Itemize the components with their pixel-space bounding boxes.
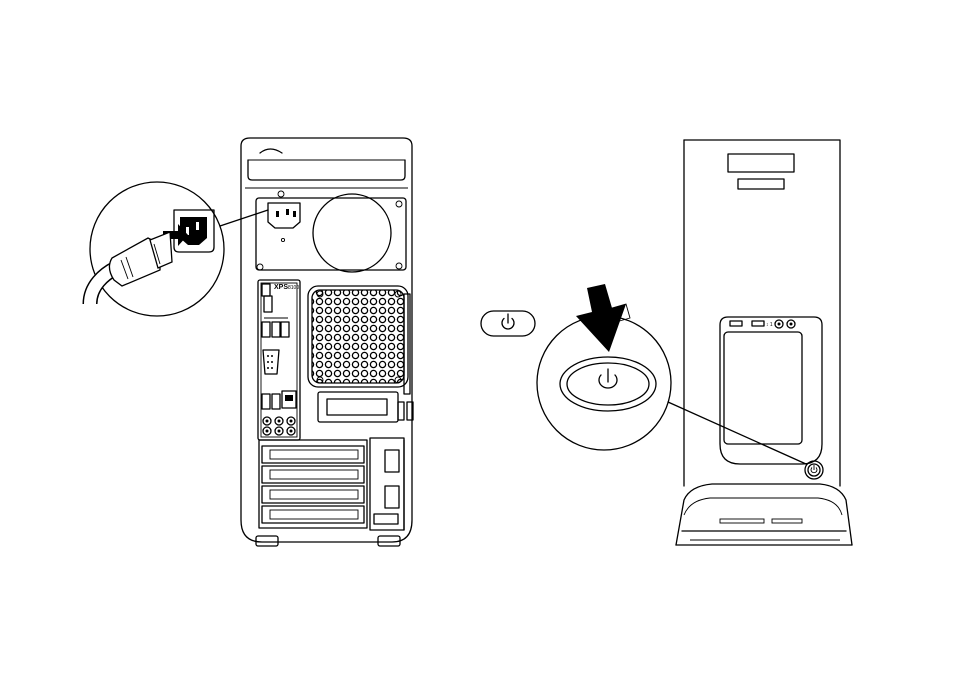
power-button-icon-standalone: [481, 311, 535, 336]
computer-rear-view: XPS 8100: [220, 138, 413, 546]
rear-brand-label: XPS: [274, 284, 288, 291]
expansion-slots: [259, 438, 404, 530]
plug-icon: [90, 232, 172, 304]
press-arrow-icon: [576, 284, 626, 352]
power-button-callout: [537, 284, 671, 450]
power-icon: [599, 369, 617, 388]
power-icon: [502, 314, 514, 329]
front-port-label: ↕ 1: [766, 322, 773, 328]
rear-model-label: 8100: [288, 285, 299, 291]
computer-front-view: ↕ 1: [668, 140, 852, 545]
power-cable-callout: [90, 182, 224, 316]
